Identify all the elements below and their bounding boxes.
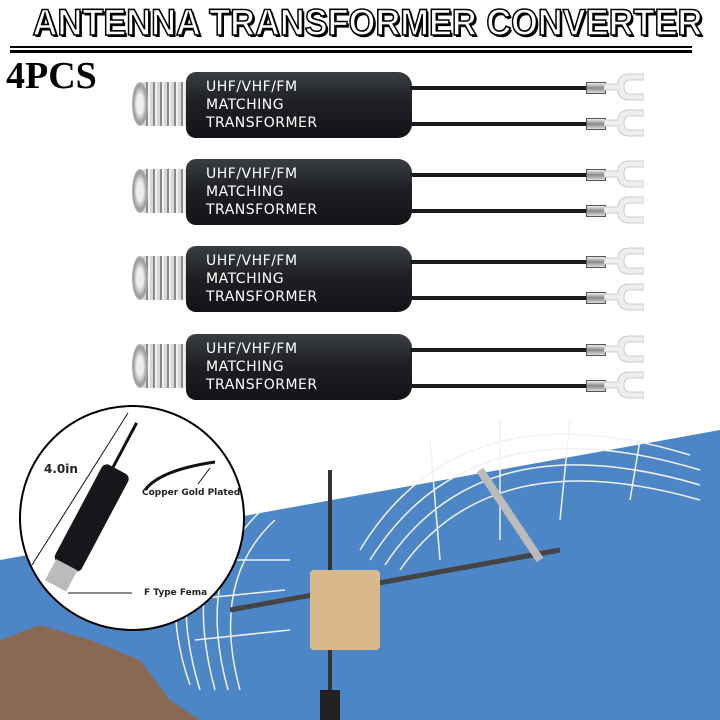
length-callout: 4.0in — [44, 462, 78, 476]
f-connector — [132, 344, 194, 388]
transformer-unit: UHF/VHF/FM MATCHING TRANSFORMER — [130, 334, 670, 409]
wire — [410, 296, 590, 300]
grid-dish-right — [359, 419, 701, 571]
f-connector — [132, 169, 194, 213]
transformer-label: UHF/VHF/FM MATCHING TRANSFORMER — [206, 252, 318, 306]
label-line: TRANSFORMER — [206, 289, 318, 305]
label-line: MATCHING — [206, 359, 285, 375]
connector-face — [132, 344, 148, 388]
spade-lug — [604, 247, 644, 275]
transformer-label: UHF/VHF/FM MATCHING TRANSFORMER — [206, 78, 318, 132]
wire — [410, 122, 590, 126]
wire — [410, 260, 590, 264]
ferrule — [586, 82, 606, 94]
label-line: UHF/VHF/FM — [206, 341, 298, 357]
label-line: MATCHING — [206, 184, 285, 200]
spade-lug — [604, 73, 644, 101]
spade-lug — [604, 371, 644, 399]
transformer-body — [186, 246, 412, 312]
title-rule — [10, 50, 692, 53]
spade-lug — [604, 109, 644, 137]
spade-lug — [604, 160, 644, 188]
label-line: UHF/VHF/FM — [206, 166, 298, 182]
connector-face — [132, 82, 148, 126]
page-title: ANTENNA TRANSFORMER CONVERTER — [32, 1, 703, 44]
title-rule — [10, 46, 692, 48]
label-line: UHF/VHF/FM — [206, 79, 298, 95]
ferrule — [586, 118, 606, 130]
transformer-label: UHF/VHF/FM MATCHING TRANSFORMER — [206, 165, 318, 219]
transformer-unit: UHF/VHF/FM MATCHING TRANSFORMER — [130, 72, 670, 147]
ferrule — [586, 169, 606, 181]
transformer-body — [186, 72, 412, 138]
connector-face — [132, 169, 148, 213]
connector-face — [132, 256, 148, 300]
spade-lug — [604, 196, 644, 224]
label-line: TRANSFORMER — [206, 115, 318, 131]
spade-lug — [604, 283, 644, 311]
spade-lug — [604, 335, 644, 363]
wire — [410, 384, 590, 388]
antenna-box — [310, 570, 380, 650]
transformer-body — [186, 334, 412, 400]
label-line: TRANSFORMER — [206, 377, 318, 393]
connector-callout: F Type Fema — [144, 588, 208, 598]
mountain — [0, 625, 200, 720]
transformer-unit: UHF/VHF/FM MATCHING TRANSFORMER — [130, 246, 670, 321]
label-line: MATCHING — [206, 271, 285, 287]
transformer-unit: UHF/VHF/FM MATCHING TRANSFORMER — [130, 159, 670, 234]
ferrule — [586, 380, 606, 392]
ferrule — [586, 292, 606, 304]
ferrule — [586, 256, 606, 268]
f-connector — [132, 82, 194, 126]
f-connector — [132, 256, 194, 300]
antenna-crossbar — [229, 547, 561, 613]
ferrule — [586, 205, 606, 217]
dish-bracket — [476, 467, 544, 563]
wire — [410, 348, 590, 352]
transformer-body — [186, 159, 412, 225]
transformer-label: UHF/VHF/FM MATCHING TRANSFORMER — [206, 340, 318, 394]
wire — [410, 173, 590, 177]
wire — [410, 86, 590, 90]
label-line: MATCHING — [206, 97, 285, 113]
ferrule — [586, 344, 606, 356]
wire — [410, 209, 590, 213]
mast-base — [320, 690, 340, 720]
quantity-label: 4PCS — [6, 55, 97, 97]
label-line: TRANSFORMER — [206, 202, 318, 218]
wire-callout: Copper Gold Plated — [142, 488, 241, 498]
label-line: UHF/VHF/FM — [206, 253, 298, 269]
